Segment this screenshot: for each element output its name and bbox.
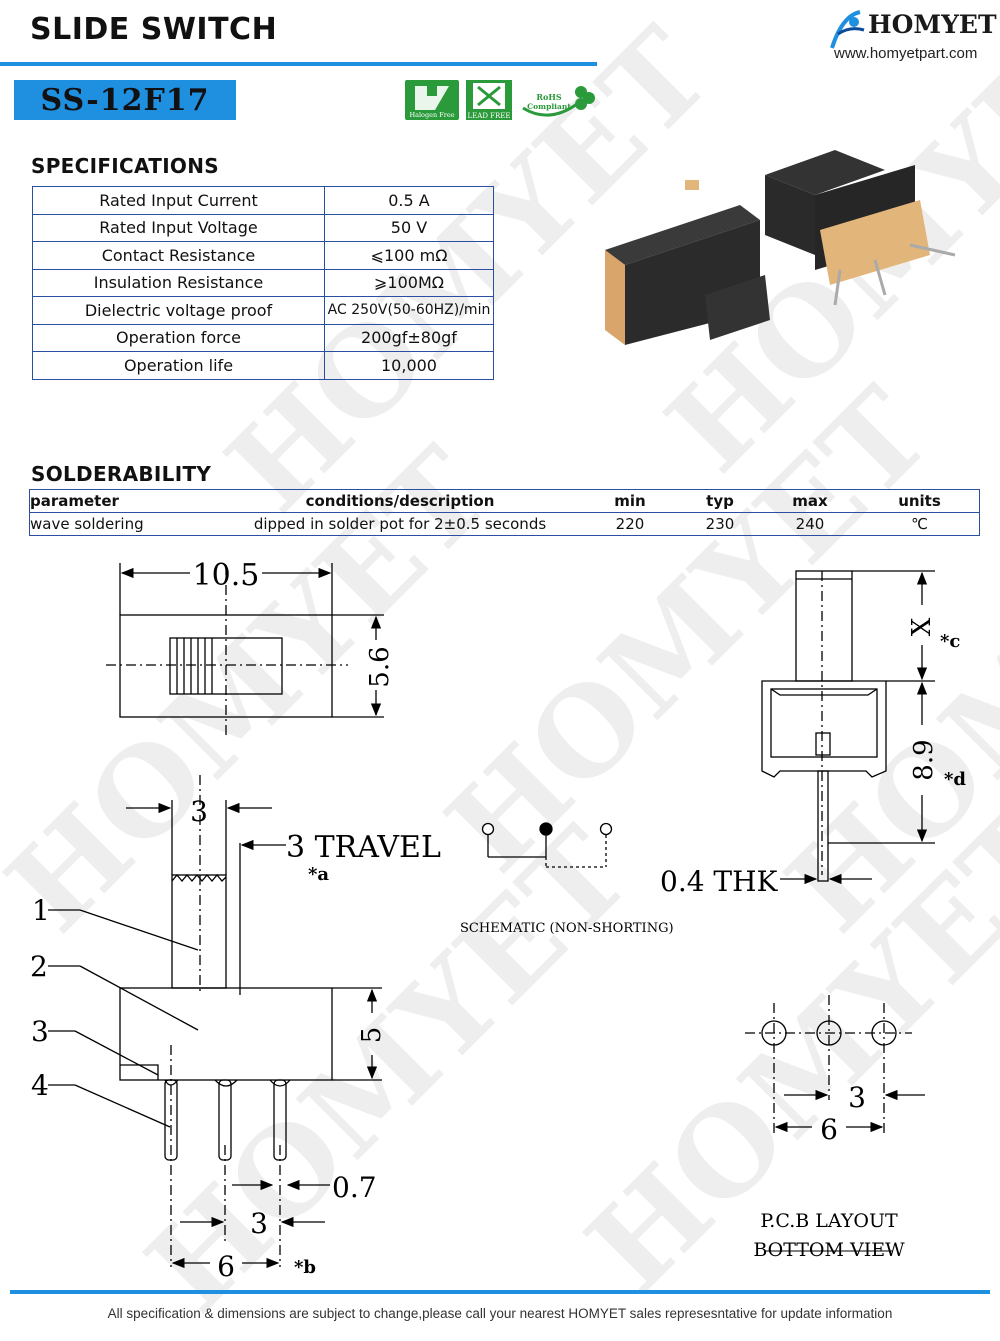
page-title: SLIDE SWITCH bbox=[30, 12, 278, 47]
table-cell: 220 bbox=[615, 515, 645, 533]
column-header: min bbox=[580, 489, 680, 513]
callout-4: 4 bbox=[31, 1069, 49, 1102]
svg-text:RoHS: RoHS bbox=[536, 92, 562, 102]
dim-pcb-pitch: 3 bbox=[848, 1081, 866, 1114]
lead-free-logo: LEAD FREE bbox=[466, 80, 512, 120]
callout-3: 3 bbox=[31, 1015, 49, 1048]
spec-label: Dielectric voltage proof bbox=[32, 296, 325, 325]
dim-side-height: 8.9 bbox=[909, 739, 939, 780]
table-cell: 230 bbox=[705, 515, 735, 533]
dim-travel: 3 TRAVEL bbox=[286, 830, 441, 865]
header-rule bbox=[0, 62, 597, 66]
spec-value: 200gf±80gf bbox=[324, 323, 494, 352]
dim-side-x: X bbox=[907, 617, 937, 636]
table-cell: wave soldering bbox=[30, 515, 144, 533]
spec-label: Operation force bbox=[32, 323, 325, 352]
dim-top-height: 5.6 bbox=[365, 646, 395, 687]
note-d: *d bbox=[944, 769, 966, 790]
solderability-table: parameter conditions/description min typ… bbox=[29, 489, 980, 536]
column-header: max bbox=[760, 489, 860, 513]
column-header: typ bbox=[680, 489, 760, 513]
product-photo bbox=[605, 150, 956, 345]
spec-value: 50 V bbox=[324, 213, 494, 242]
dim-pcb-span: 6 bbox=[820, 1113, 838, 1146]
spec-value: ⩽100 mΩ bbox=[324, 241, 494, 270]
brand-logo-icon bbox=[830, 10, 865, 49]
footer-note: All specification & dimensions are subje… bbox=[107, 1306, 893, 1321]
dim-pin-width: 0.7 bbox=[332, 1171, 377, 1204]
note-a: *a bbox=[308, 864, 329, 885]
table-row: Insulation Resistance⩾100MΩ bbox=[32, 268, 494, 297]
pcb-layout-label: P.C.B LAYOUT bbox=[760, 1210, 898, 1232]
table-cell: 240 bbox=[795, 515, 825, 533]
spec-label: Insulation Resistance bbox=[32, 268, 325, 297]
dim-pin-span: 6 bbox=[217, 1250, 235, 1283]
table-row: wave soldering dipped in solder pot for … bbox=[30, 513, 980, 536]
schematic-label: SCHEMATIC (NON-SHORTING) bbox=[460, 921, 674, 936]
spec-value: 0.5 A bbox=[324, 186, 494, 215]
halogen-free-logo: Halogen Free bbox=[405, 80, 459, 120]
spec-label: Rated Input Current bbox=[32, 186, 325, 215]
specifications-heading: SPECIFICATIONS bbox=[31, 154, 219, 178]
bottom-view-label: BOTTOM VIEW bbox=[753, 1239, 905, 1261]
dim-top-width: 10.5 bbox=[193, 558, 260, 593]
callout-2: 2 bbox=[30, 950, 48, 983]
dim-pitch-top: 3 bbox=[190, 795, 208, 828]
dim-pin-pitch: 3 bbox=[250, 1207, 268, 1240]
spec-value: AC 250V(50-60HZ)/min bbox=[324, 296, 494, 325]
spec-label: Rated Input Voltage bbox=[32, 213, 325, 242]
dim-thickness: 0.4 THK bbox=[660, 865, 779, 898]
note-b: *b bbox=[294, 1257, 316, 1278]
footer-rule bbox=[10, 1290, 990, 1294]
table-header-row: parameter conditions/description min typ… bbox=[29, 489, 980, 513]
model-banner bbox=[14, 80, 236, 120]
column-header: parameter bbox=[29, 489, 220, 513]
svg-text:Halogen Free: Halogen Free bbox=[409, 111, 454, 119]
spec-value: 10,000 bbox=[324, 351, 494, 380]
brand-website: www.homyetpart.com bbox=[834, 45, 978, 62]
table-cell: dipped in solder pot for 2±0.5 seconds bbox=[253, 515, 547, 533]
svg-text:LEAD FREE: LEAD FREE bbox=[468, 112, 511, 120]
rohs-logo: RoHS Compliant bbox=[522, 86, 595, 117]
dim-body-height: 5 bbox=[357, 1027, 387, 1044]
note-c: *c bbox=[940, 631, 960, 652]
spec-label: Contact Resistance bbox=[32, 241, 325, 270]
solderability-heading: SOLDERABILITY bbox=[31, 462, 212, 486]
spec-label: Operation life bbox=[32, 351, 325, 380]
column-header: conditions/description bbox=[220, 489, 580, 513]
table-cell: ℃ bbox=[911, 515, 928, 533]
model-number: SS-12F17 bbox=[40, 83, 210, 118]
brand-name: HOMYET bbox=[868, 10, 997, 39]
table-row: Contact Resistance⩽100 mΩ bbox=[32, 241, 494, 270]
callout-1: 1 bbox=[32, 894, 50, 927]
svg-text:Compliant: Compliant bbox=[527, 102, 571, 111]
column-header: units bbox=[860, 489, 980, 513]
spec-value: ⩾100MΩ bbox=[324, 268, 494, 297]
technical-drawing: 10.5 5.6 3 3 TRAVEL *a 1 2 3 4 5 0.7 3 6… bbox=[30, 558, 966, 1283]
